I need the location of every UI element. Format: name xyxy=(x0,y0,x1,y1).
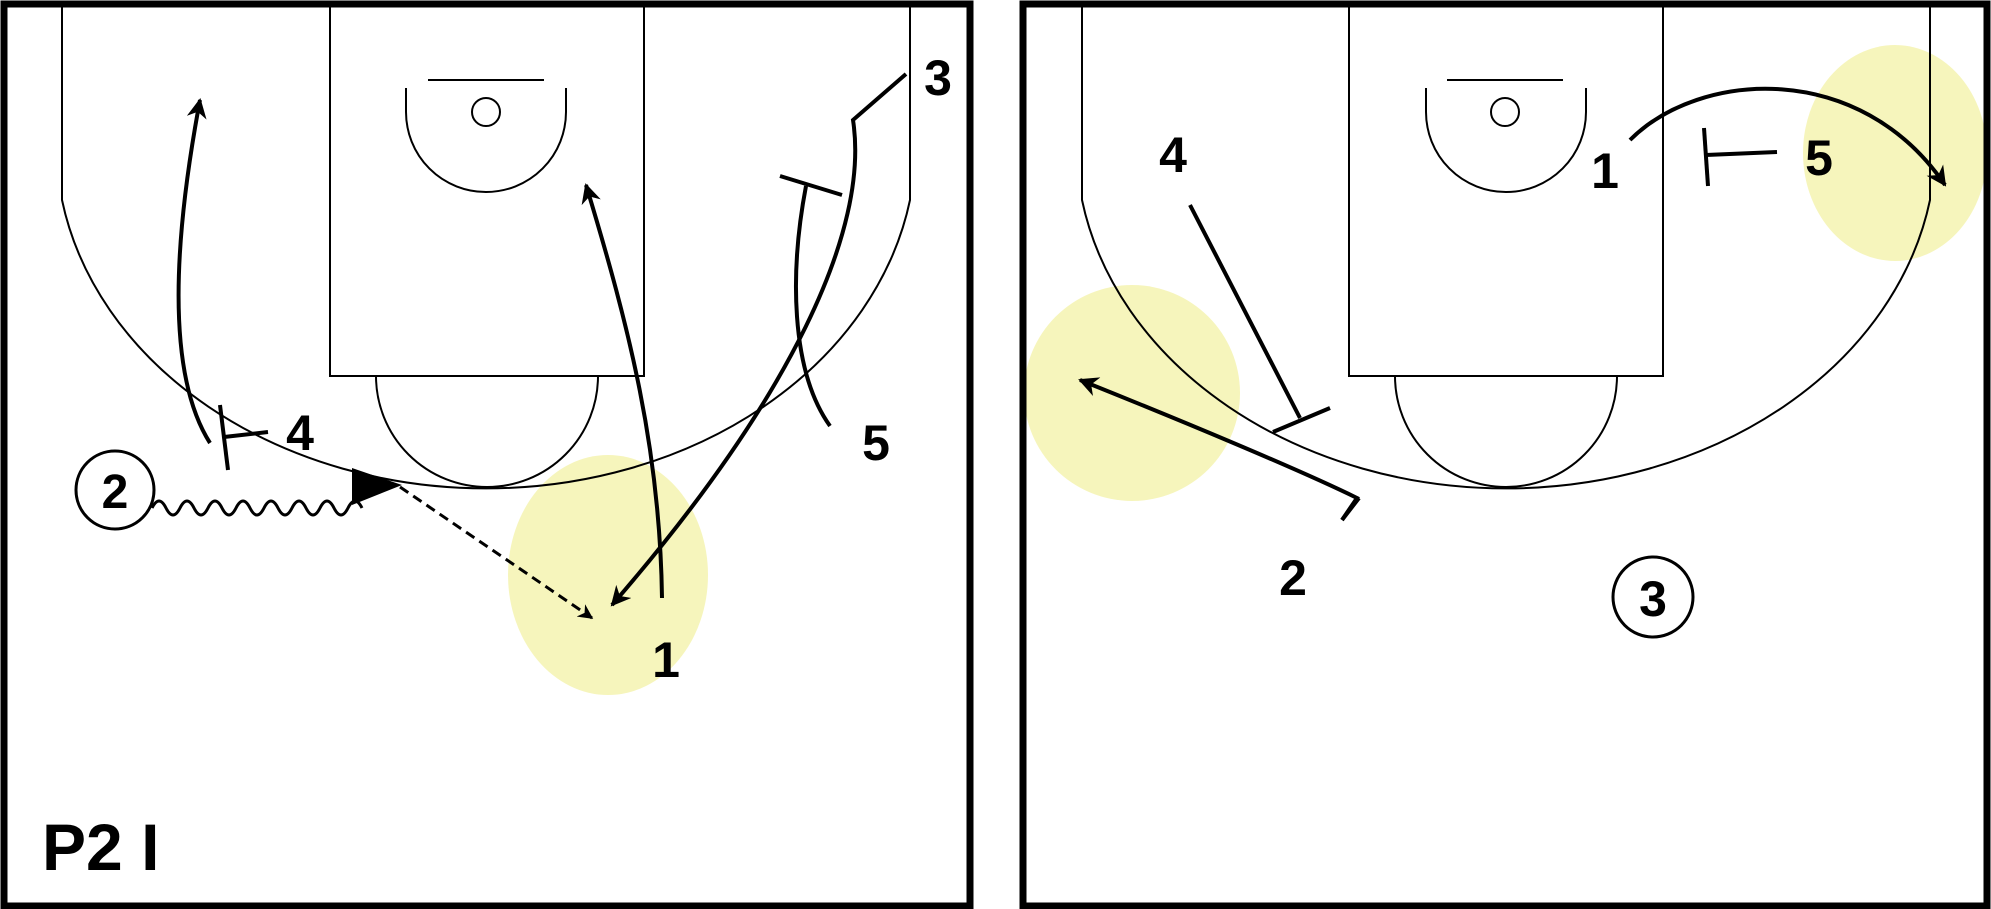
highlight-right-corner xyxy=(1803,45,1987,261)
restricted-arc xyxy=(1425,88,1587,193)
plant-mark-2 xyxy=(1340,496,1361,522)
screen-mark-5 xyxy=(779,174,843,197)
player-4-label: 4 xyxy=(1159,127,1187,183)
dribble-arrowhead xyxy=(352,468,402,505)
highlight-left-wing xyxy=(1024,285,1240,501)
screen-mark-4 xyxy=(1272,406,1331,434)
court-boundary xyxy=(0,0,974,909)
screen-mark-4 xyxy=(218,404,230,471)
player-2-label: 2 xyxy=(102,466,129,519)
free-throw-circle xyxy=(375,375,599,488)
player-5-label: 5 xyxy=(862,415,890,471)
free-throw-circle xyxy=(1394,375,1618,488)
screen-line-4 xyxy=(223,430,269,439)
cut-path-3 xyxy=(610,72,908,607)
right-court-diagram: 3 4 2 1 5 xyxy=(1019,0,1991,909)
three-point-line xyxy=(1081,4,1931,490)
cut-path-4 xyxy=(176,98,212,445)
three-point-line xyxy=(61,4,911,490)
key-lane xyxy=(1348,3,1664,377)
player-2-label: 2 xyxy=(1279,550,1307,606)
player-2-ball-circle xyxy=(74,449,156,531)
dribble-path-2 xyxy=(150,499,364,517)
diagram-caption: P2 I xyxy=(42,810,159,884)
screen-path-5 xyxy=(794,185,832,428)
pass-line-2-to-1 xyxy=(399,485,594,620)
screen-mark-5 xyxy=(1702,127,1710,187)
player-1-label: 1 xyxy=(652,632,680,688)
player-3-label: 3 xyxy=(924,50,952,106)
player-1-label: 1 xyxy=(1591,143,1619,199)
player-5-label: 5 xyxy=(1805,130,1833,186)
restricted-arc xyxy=(405,88,567,193)
cut-path-2 xyxy=(1078,377,1360,522)
rim xyxy=(1490,97,1520,127)
player-4-label: 4 xyxy=(286,405,314,461)
screen-line-5 xyxy=(1705,150,1778,157)
rim xyxy=(471,97,501,127)
player-3-label: 3 xyxy=(1639,571,1667,627)
cut-path-1 xyxy=(581,183,664,599)
left-court-diagram: 2 4 1 3 5 P2 I xyxy=(0,0,974,909)
cut-path-1 xyxy=(1628,86,1947,187)
key-lane xyxy=(329,3,645,377)
screen-path-4 xyxy=(1188,204,1302,419)
player-3-ball-circle xyxy=(1611,555,1695,639)
